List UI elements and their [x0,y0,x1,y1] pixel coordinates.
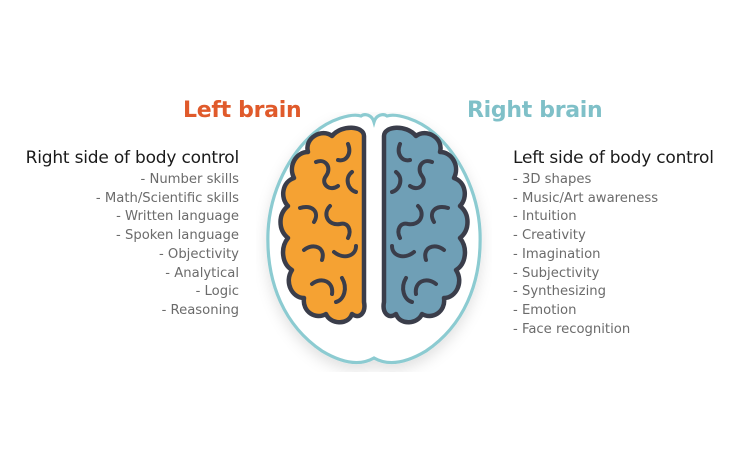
right-hemisphere [381,125,470,325]
list-item: - Analytical [165,265,239,281]
list-item: - Intuition [513,209,577,225]
list-item: - Objectivity [158,246,239,262]
list-item: - Synthesizing [513,284,606,300]
list-item: - Creativity [513,228,586,244]
left-hemisphere [278,125,367,325]
list-item: - Number skills [140,172,240,187]
list-item: - Reasoning [161,302,239,318]
brain-illustration [266,113,482,365]
list-item: - Music/Art awareness [513,190,659,206]
list-item: - Written language [116,209,239,225]
list-item: - Subjectivity [513,265,600,281]
right-brain-skill-list: - 3D shapes - Music/Art awareness - Intu… [513,171,658,339]
list-item: - 3D shapes [513,172,592,187]
list-item: - Logic [195,284,239,300]
left-brain-folds [298,142,358,304]
list-item: - Face recognition [513,321,631,337]
right-brain-function-title: Left side of body control [513,148,714,168]
right-brain-heading: Right brain [467,98,603,123]
left-brain-function-title: Right side of body control [25,148,240,168]
list-item: - Imagination [513,246,601,262]
list-item: - Spoken language [116,228,239,244]
list-item: - Emotion [513,302,577,318]
list-item: - Math/Scientific skills [95,190,239,206]
left-brain-skill-list: - Number skills - Math/Scientific skills… [96,171,239,321]
left-brain-heading: Left brain [183,98,302,123]
right-brain-folds [390,142,450,304]
